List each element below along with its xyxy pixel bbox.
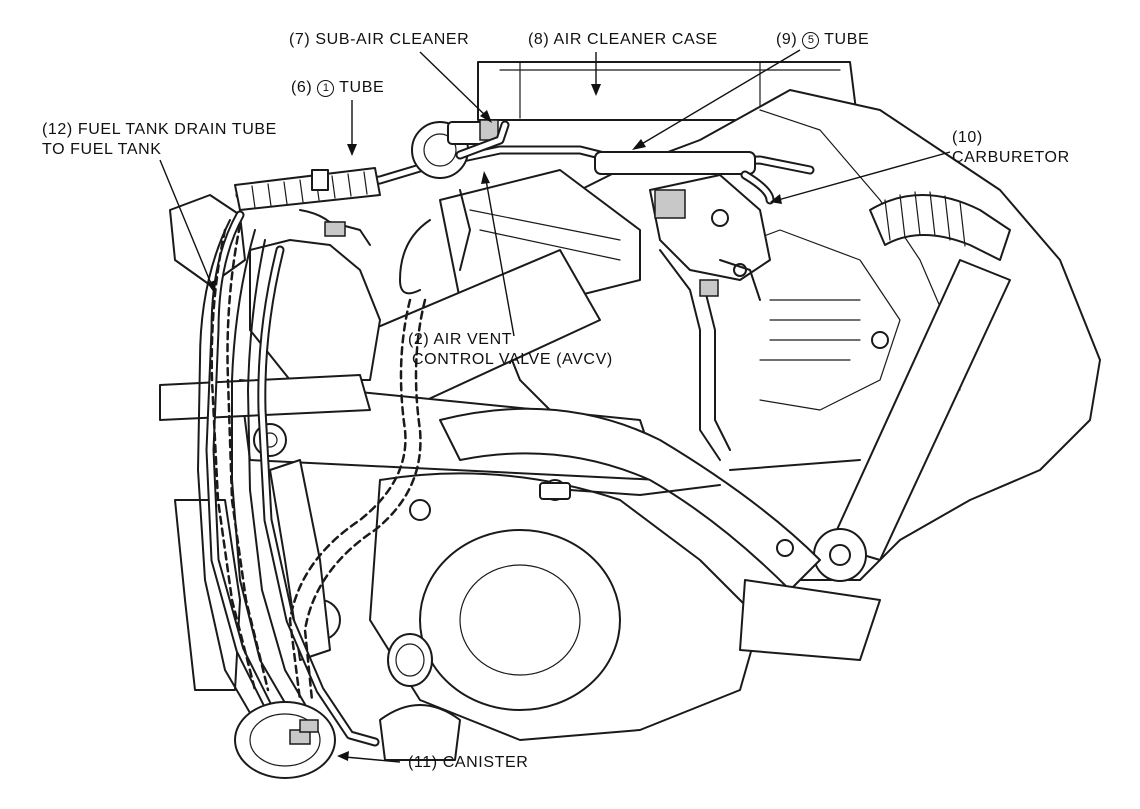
upper-tubes <box>234 145 815 211</box>
canister <box>234 701 336 779</box>
label-avcv-line2: CONTROL VALVE (AVCV) <box>412 351 613 368</box>
label-sub-air-cleaner: (7) SUB-AIR CLEANER <box>289 31 470 48</box>
label-canister: (11) CANISTER <box>408 754 529 771</box>
label-tube-9: (9) 5 TUBE <box>776 30 869 49</box>
label-drain-tube-line2: TO FUEL TANK <box>42 141 162 158</box>
label-air-cleaner-case: (8) AIR CLEANER CASE <box>528 31 718 48</box>
label-tube-9-text: TUBE <box>824 31 870 48</box>
left-tube-bundle <box>197 169 427 747</box>
engine-outline <box>239 61 1101 761</box>
label-avcv-line1: (2) AIR VENT <box>408 331 513 348</box>
label-tube-9-number: (9) <box>776 31 798 48</box>
label-tube-6-text: TUBE <box>339 79 385 96</box>
circled-5-icon: 5 <box>802 32 820 49</box>
avcv-tubes <box>399 189 861 500</box>
label-drain-tube-line1: (12) FUEL TANK DRAIN TUBE <box>42 121 277 138</box>
leader-lines <box>159 49 951 763</box>
label-tube-6-number: (6) <box>291 79 313 96</box>
label-carburetor: CARBURETOR <box>952 149 1070 166</box>
label-carburetor-number: (10) <box>952 129 983 146</box>
circled-1-icon: 1 <box>317 80 335 97</box>
label-tube-6: (6) 1 TUBE <box>291 78 384 97</box>
sub-air-cleaner <box>411 119 510 179</box>
